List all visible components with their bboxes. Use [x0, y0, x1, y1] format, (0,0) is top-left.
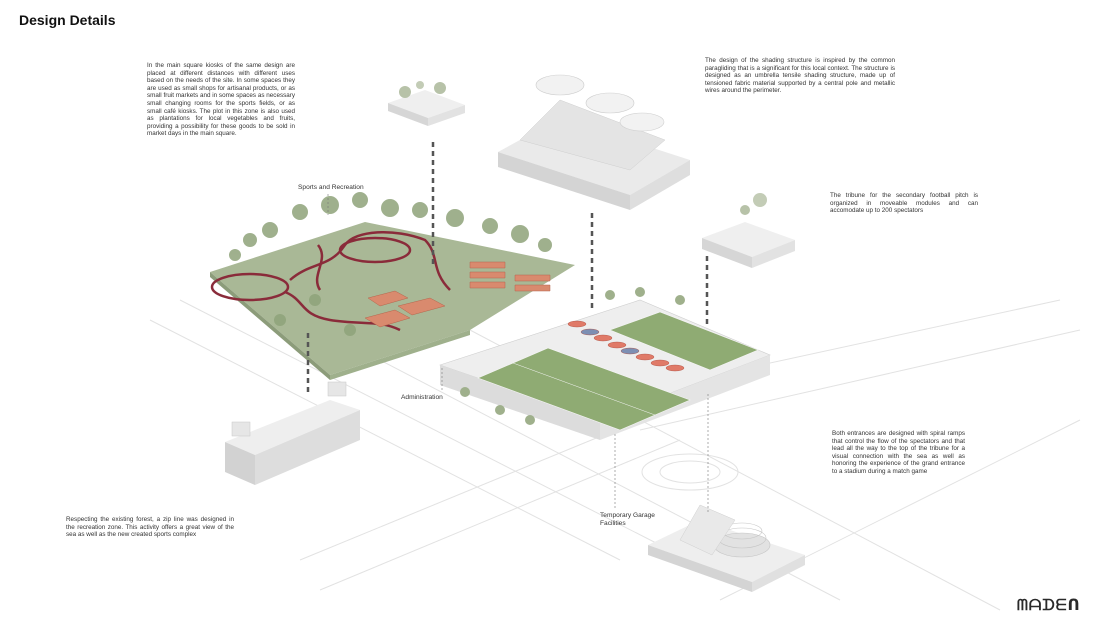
shading-structure-description: The design of the shading structure is i… — [705, 57, 895, 95]
leader-lines — [306, 142, 709, 395]
entrances-description: Both entrances are designed with spiral … — [832, 430, 965, 475]
tribune-detail-block — [702, 193, 795, 268]
secondary-football-pitch — [609, 311, 759, 371]
sports-recreation-label: Sports and Recreation — [298, 184, 364, 191]
brand-logo: ᗰᗩᗪᗴᑎ — [1017, 596, 1081, 614]
kiosks-description: In the main square kiosks of the same de… — [147, 62, 295, 138]
perimeter-trees — [460, 287, 685, 425]
main-football-pitch — [477, 347, 691, 431]
entrance-ramp-detail-block — [648, 504, 805, 592]
zipline-description: Respecting the existing forest, a zip li… — [66, 516, 234, 539]
recreation-forest-plot — [210, 192, 575, 380]
tribune-description: The tribune for the secondary football p… — [830, 192, 978, 215]
administration-label: Administration — [401, 394, 443, 401]
thin-leader-lines — [327, 194, 709, 512]
kiosk-detail-block — [388, 81, 465, 126]
clay-courts — [364, 261, 551, 328]
garage-facilities-label: Temporary Garage Facilities — [600, 512, 655, 527]
stadium-complex — [439, 287, 771, 440]
tree-canopies — [229, 192, 552, 336]
shading-structure-detail-block — [498, 74, 690, 210]
shading-canopies — [567, 320, 685, 372]
page-title: Design Details — [19, 12, 116, 28]
zipline-tower-detail-block — [225, 381, 360, 485]
